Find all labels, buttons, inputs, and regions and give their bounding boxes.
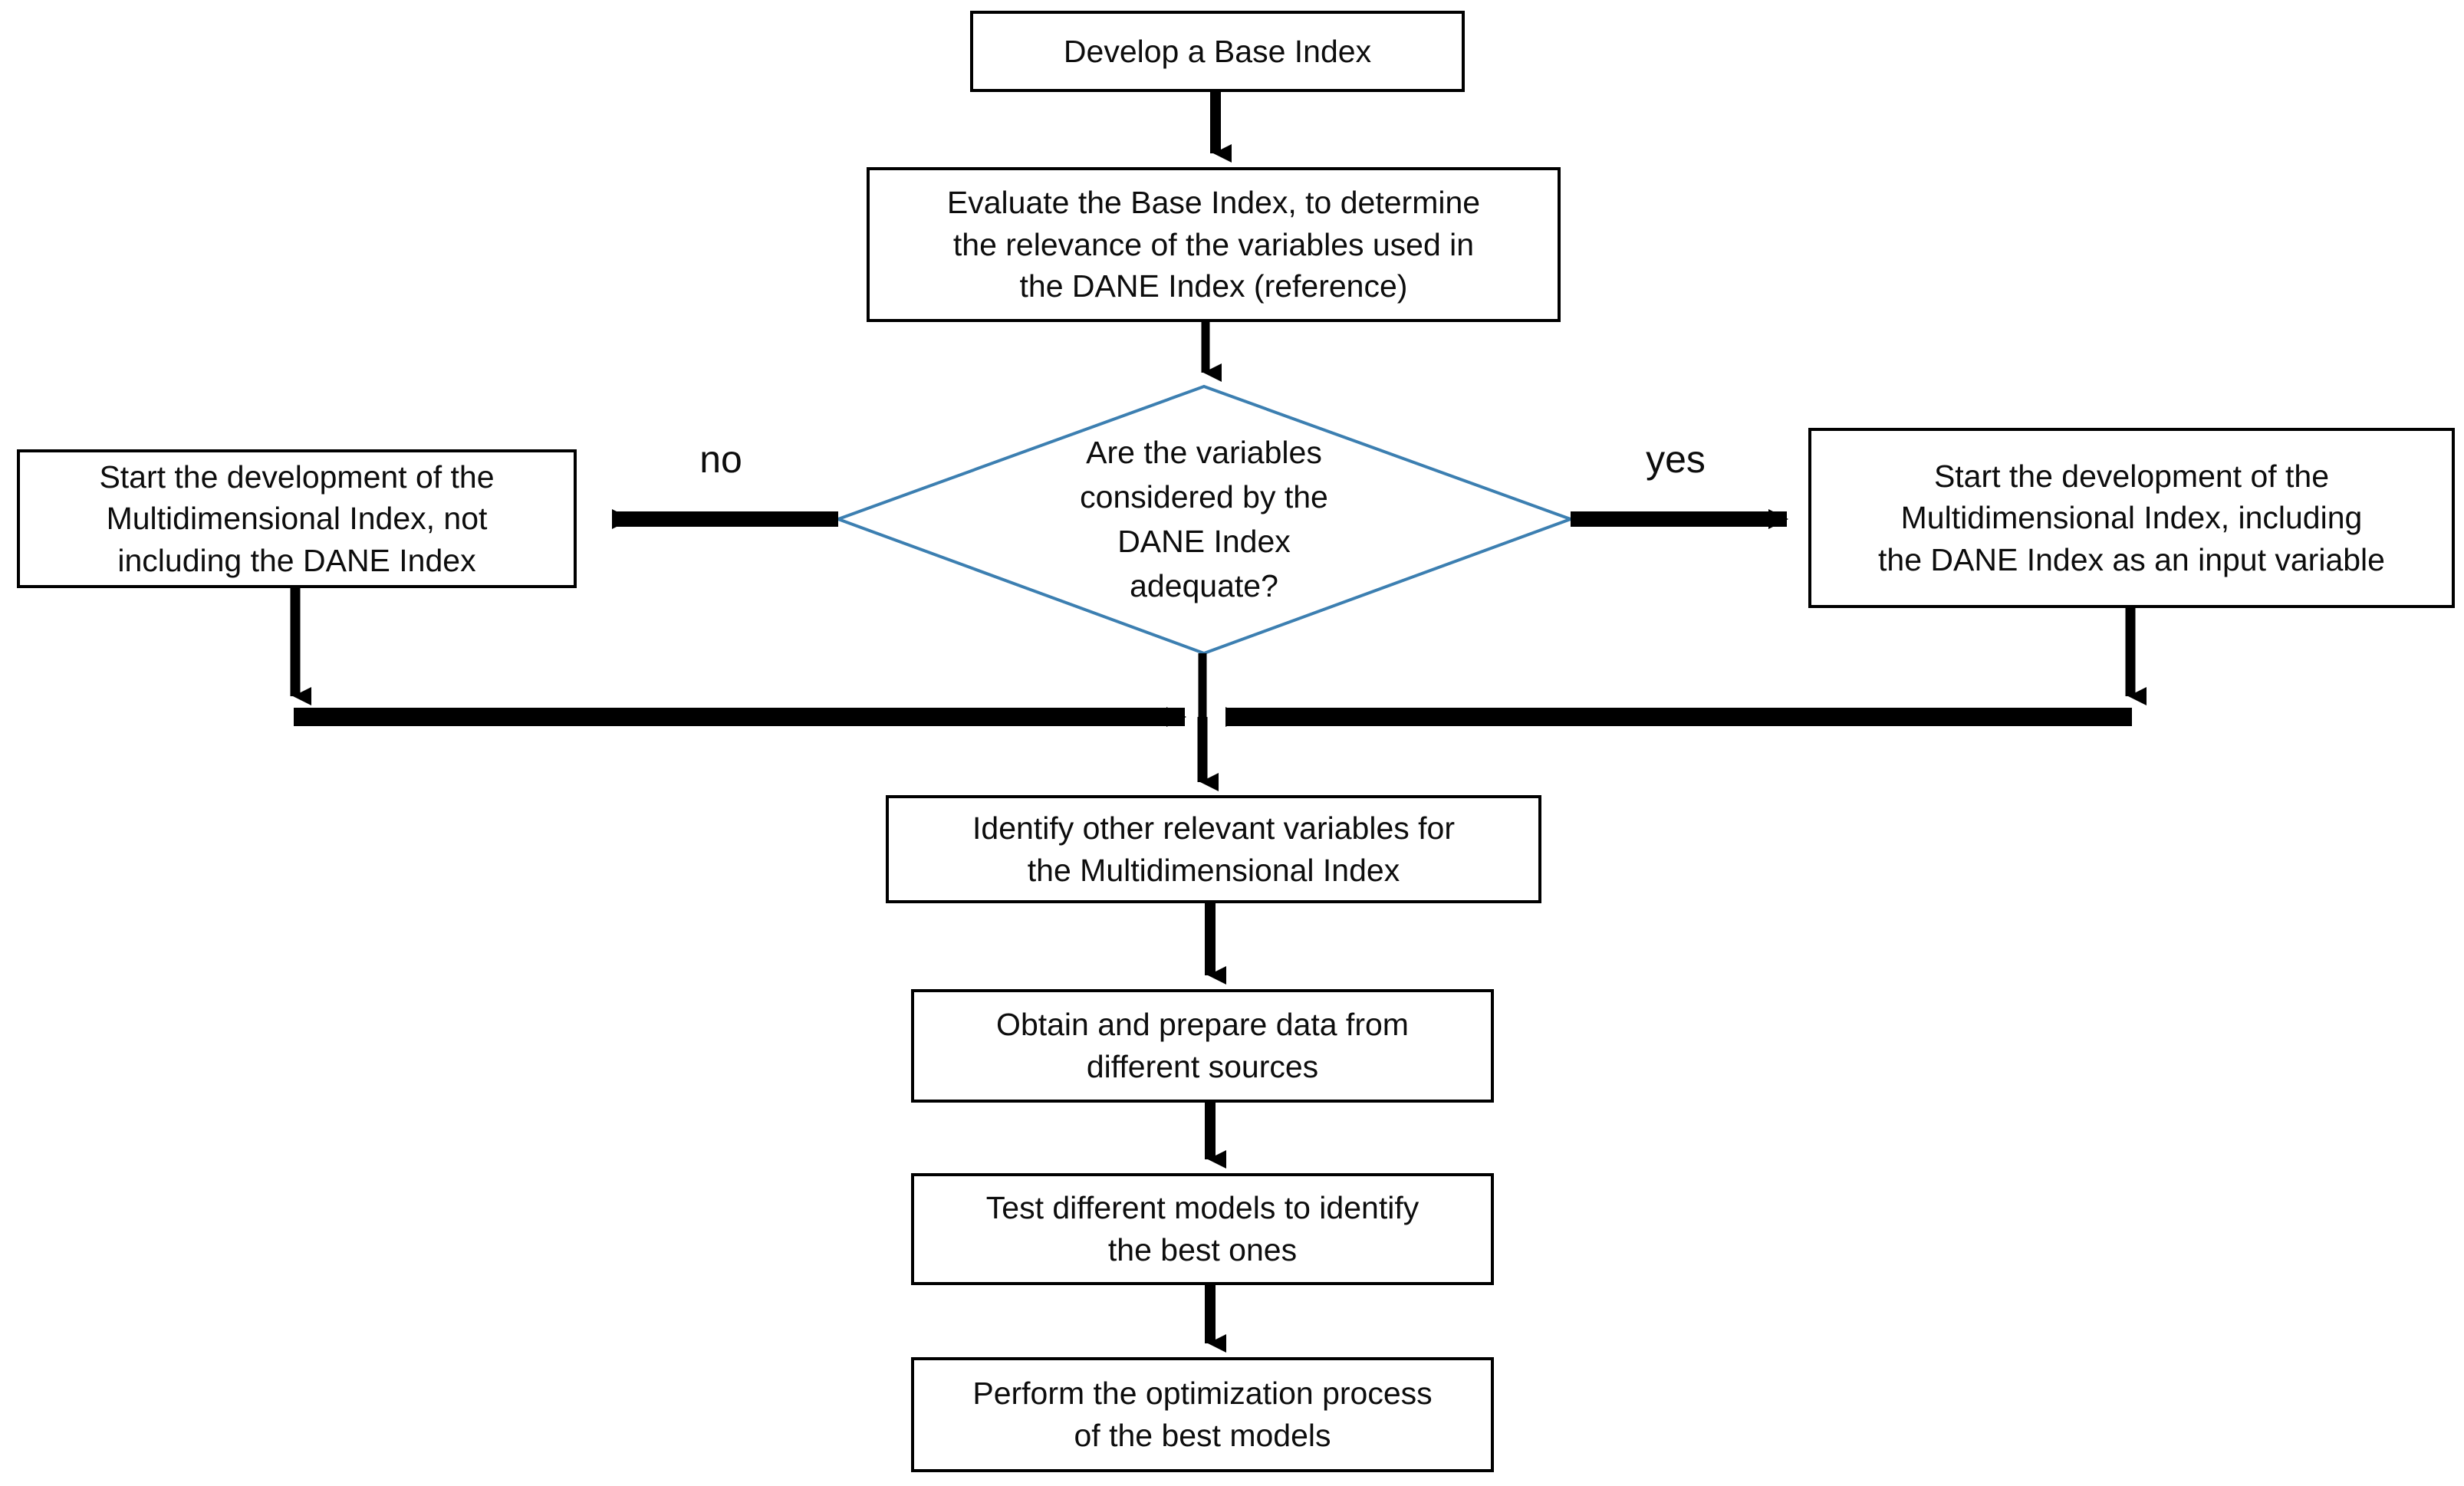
node-evaluate-base-index-label: Evaluate the Base Index, to determine th… [946, 185, 1481, 304]
node-perform-optimization[interactable]: Perform the optimization process of the … [911, 1357, 1494, 1472]
decision-diamond-outline [834, 384, 1575, 656]
edge-label-yes: yes [1646, 438, 1706, 481]
node-obtain-prepare-data-label: Obtain and prepare data from different s… [996, 1007, 1409, 1084]
node-perform-optimization-label: Perform the optimization process of the … [972, 1376, 1433, 1453]
node-start-with-dane-label: Start the development of the Multidimens… [1878, 458, 2385, 577]
node-test-models[interactable]: Test different models to identify the be… [911, 1173, 1494, 1285]
node-obtain-prepare-data[interactable]: Obtain and prepare data from different s… [911, 989, 1494, 1103]
edge-label-no: no [699, 438, 742, 481]
node-develop-base-index[interactable]: Develop a Base Index [970, 11, 1465, 92]
node-start-without-dane[interactable]: Start the development of the Multidimens… [17, 449, 577, 588]
node-test-models-label: Test different models to identify the be… [985, 1190, 1420, 1267]
node-start-without-dane-label: Start the development of the Multidimens… [99, 459, 495, 578]
node-identify-other-variables-label: Identify other relevant variables for th… [972, 810, 1455, 888]
node-evaluate-base-index[interactable]: Evaluate the Base Index, to determine th… [867, 167, 1561, 322]
node-develop-base-index-label: Develop a Base Index [1063, 33, 1372, 69]
node-identify-other-variables[interactable]: Identify other relevant variables for th… [886, 795, 1541, 903]
node-start-with-dane[interactable]: Start the development of the Multidimens… [1808, 428, 2455, 608]
